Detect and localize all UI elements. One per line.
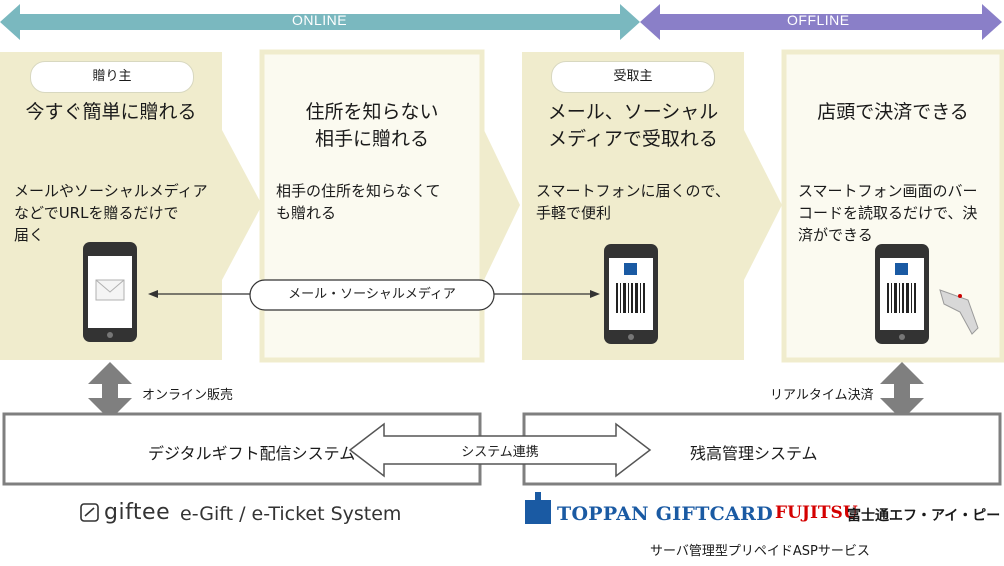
panel-4-desc: スマートフォン画面のバーコードを読取るだけで、決済ができる — [798, 182, 978, 244]
giver-pill: 贈り主 — [30, 61, 194, 93]
toppan-gift-icon — [525, 492, 551, 524]
panel-1-desc: メールやソーシャルメディアなどでURLを贈るだけで届く — [14, 182, 208, 244]
realtime-payment-arrow — [880, 362, 924, 420]
offline-label: OFFLINE — [787, 12, 850, 28]
barcode-scanner — [939, 289, 979, 335]
online-sales-arrow — [88, 362, 132, 420]
panel-4-title: 店頭で決済できる — [817, 101, 969, 123]
right-system-name: 残高管理システム — [690, 444, 818, 463]
panel-2-desc: 相手の住所を知らなくても贈れる — [276, 182, 441, 222]
phone-barcode-1 — [604, 244, 658, 344]
phone-barcode-2 — [875, 244, 929, 344]
online-band — [0, 4, 640, 40]
fujitsu-logo-text: FUJITSU — [775, 503, 858, 523]
toppan-logo-text: TOPPAN GIFTCARD — [557, 503, 773, 525]
receiver-pill: 受取主 — [551, 61, 715, 93]
giftee-subtitle: e-Gift / e-Ticket System — [180, 503, 402, 525]
panel-3-desc: スマートフォンに届くので、手軽で便利 — [536, 182, 730, 222]
system-link-label: システム連携 — [461, 445, 539, 460]
phone-mail — [83, 242, 137, 342]
giftee-icon — [80, 503, 99, 522]
left-system-name: デジタルギフト配信システム — [148, 444, 356, 463]
online-label: ONLINE — [292, 12, 348, 28]
online-sales-label: オンライン販売 — [142, 388, 234, 403]
giftee-logo-text: giftee — [104, 500, 171, 525]
fujitsu-fip-text: 富士通エフ・アイ・ピー — [847, 508, 1001, 524]
realtime-payment-label: リアルタイム決済 — [770, 388, 874, 403]
system-link-arrow — [348, 422, 652, 478]
service-caption: サーバ管理型プリペイドASPサービス — [650, 544, 870, 559]
panel-2-title: 住所を知らない相手に贈れる — [305, 101, 439, 150]
mail-connector-arrow — [148, 279, 600, 311]
offline-band — [640, 4, 1002, 40]
panel-3-title: メール、ソーシャルメディアで受取れる — [547, 101, 719, 150]
panel-1-title: 今すぐ簡単に贈れる — [25, 101, 197, 123]
mail-connector-label: メール・ソーシャルメディア — [288, 287, 456, 302]
